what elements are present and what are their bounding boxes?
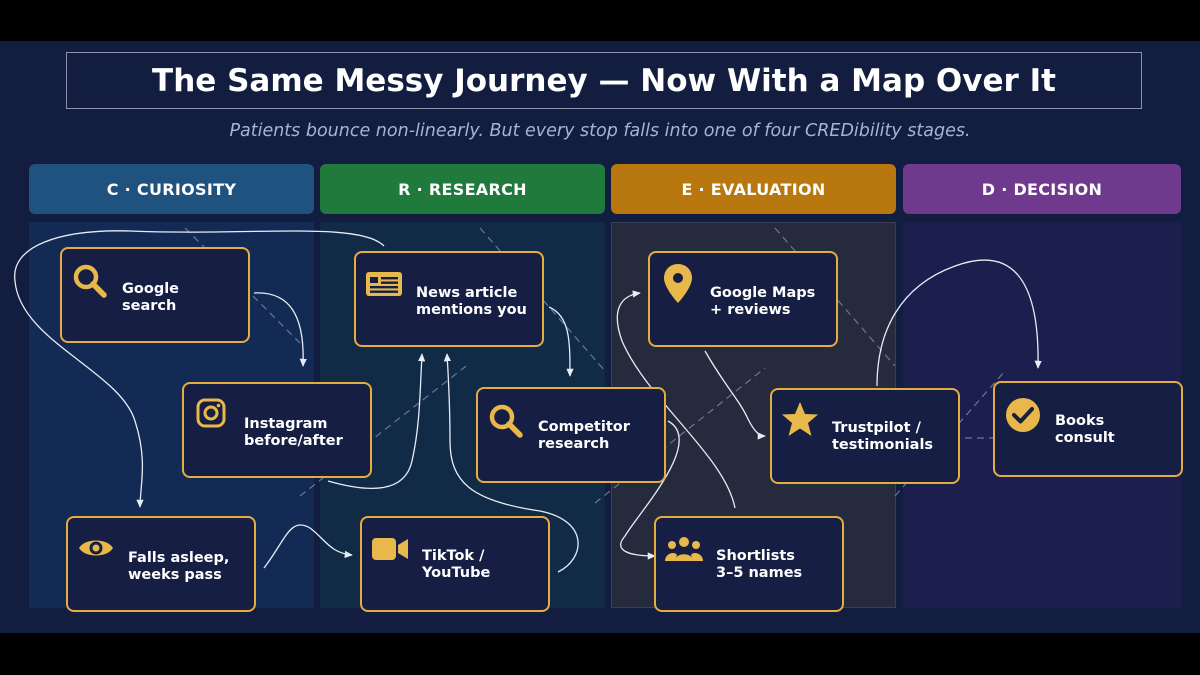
node-label: Google search	[122, 281, 180, 314]
node-tiktok-youtube: TikTok / YouTube	[360, 516, 550, 612]
stage-header-decision: D · DECISION	[903, 164, 1181, 214]
star-icon	[782, 402, 818, 436]
instagram-icon	[196, 398, 226, 428]
check-circle-icon	[1006, 398, 1040, 432]
search-icon	[489, 404, 523, 438]
slide: The Same Messy Journey — Now With a Map …	[0, 41, 1200, 633]
node-news-article: News article mentions you	[354, 251, 544, 347]
node-instagram: Instagram before/after	[182, 382, 372, 478]
stage-header-curiosity: C · CURIOSITY	[29, 164, 314, 214]
node-label: Trustpilot / testimonials	[832, 420, 934, 453]
node-label: Google Maps + reviews	[710, 285, 816, 318]
map-pin-icon	[664, 264, 692, 303]
users-icon	[665, 537, 703, 561]
node-label: Books consult	[1055, 413, 1115, 446]
node-shortlists: Shortlists 3–5 names	[654, 516, 844, 612]
node-label: News article mentions you	[416, 285, 527, 318]
node-books-consult: Books consult	[993, 381, 1183, 477]
eye-icon	[79, 540, 113, 556]
node-google-maps: Google Maps + reviews	[648, 251, 838, 347]
diagram-subtitle: Patients bounce non-linearly. But every …	[229, 121, 971, 141]
stage-header-research: R · RESEARCH	[320, 164, 605, 214]
search-icon	[73, 264, 107, 298]
node-label: TikTok / YouTube	[422, 548, 491, 581]
node-label: Shortlists 3–5 names	[716, 548, 803, 581]
node-label: Competitor research	[538, 419, 630, 452]
stage-header-evaluation: E · EVALUATION	[611, 164, 896, 214]
node-google-search: Google search	[60, 247, 250, 343]
node-competitor-research: Competitor research	[476, 387, 666, 483]
journey-flow-lines	[14, 230, 1042, 573]
diagram-title: The Same Messy Journey — Now With a Map …	[152, 62, 1056, 99]
newspaper-icon	[366, 272, 402, 296]
node-label: Falls asleep, weeks pass	[128, 550, 230, 583]
title-box: The Same Messy Journey — Now With a Map …	[66, 52, 1142, 109]
video-camera-icon	[372, 538, 408, 560]
node-label: Instagram before/after	[244, 416, 343, 449]
node-falls-asleep: Falls asleep, weeks pass	[66, 516, 256, 612]
node-trustpilot: Trustpilot / testimonials	[770, 388, 960, 484]
